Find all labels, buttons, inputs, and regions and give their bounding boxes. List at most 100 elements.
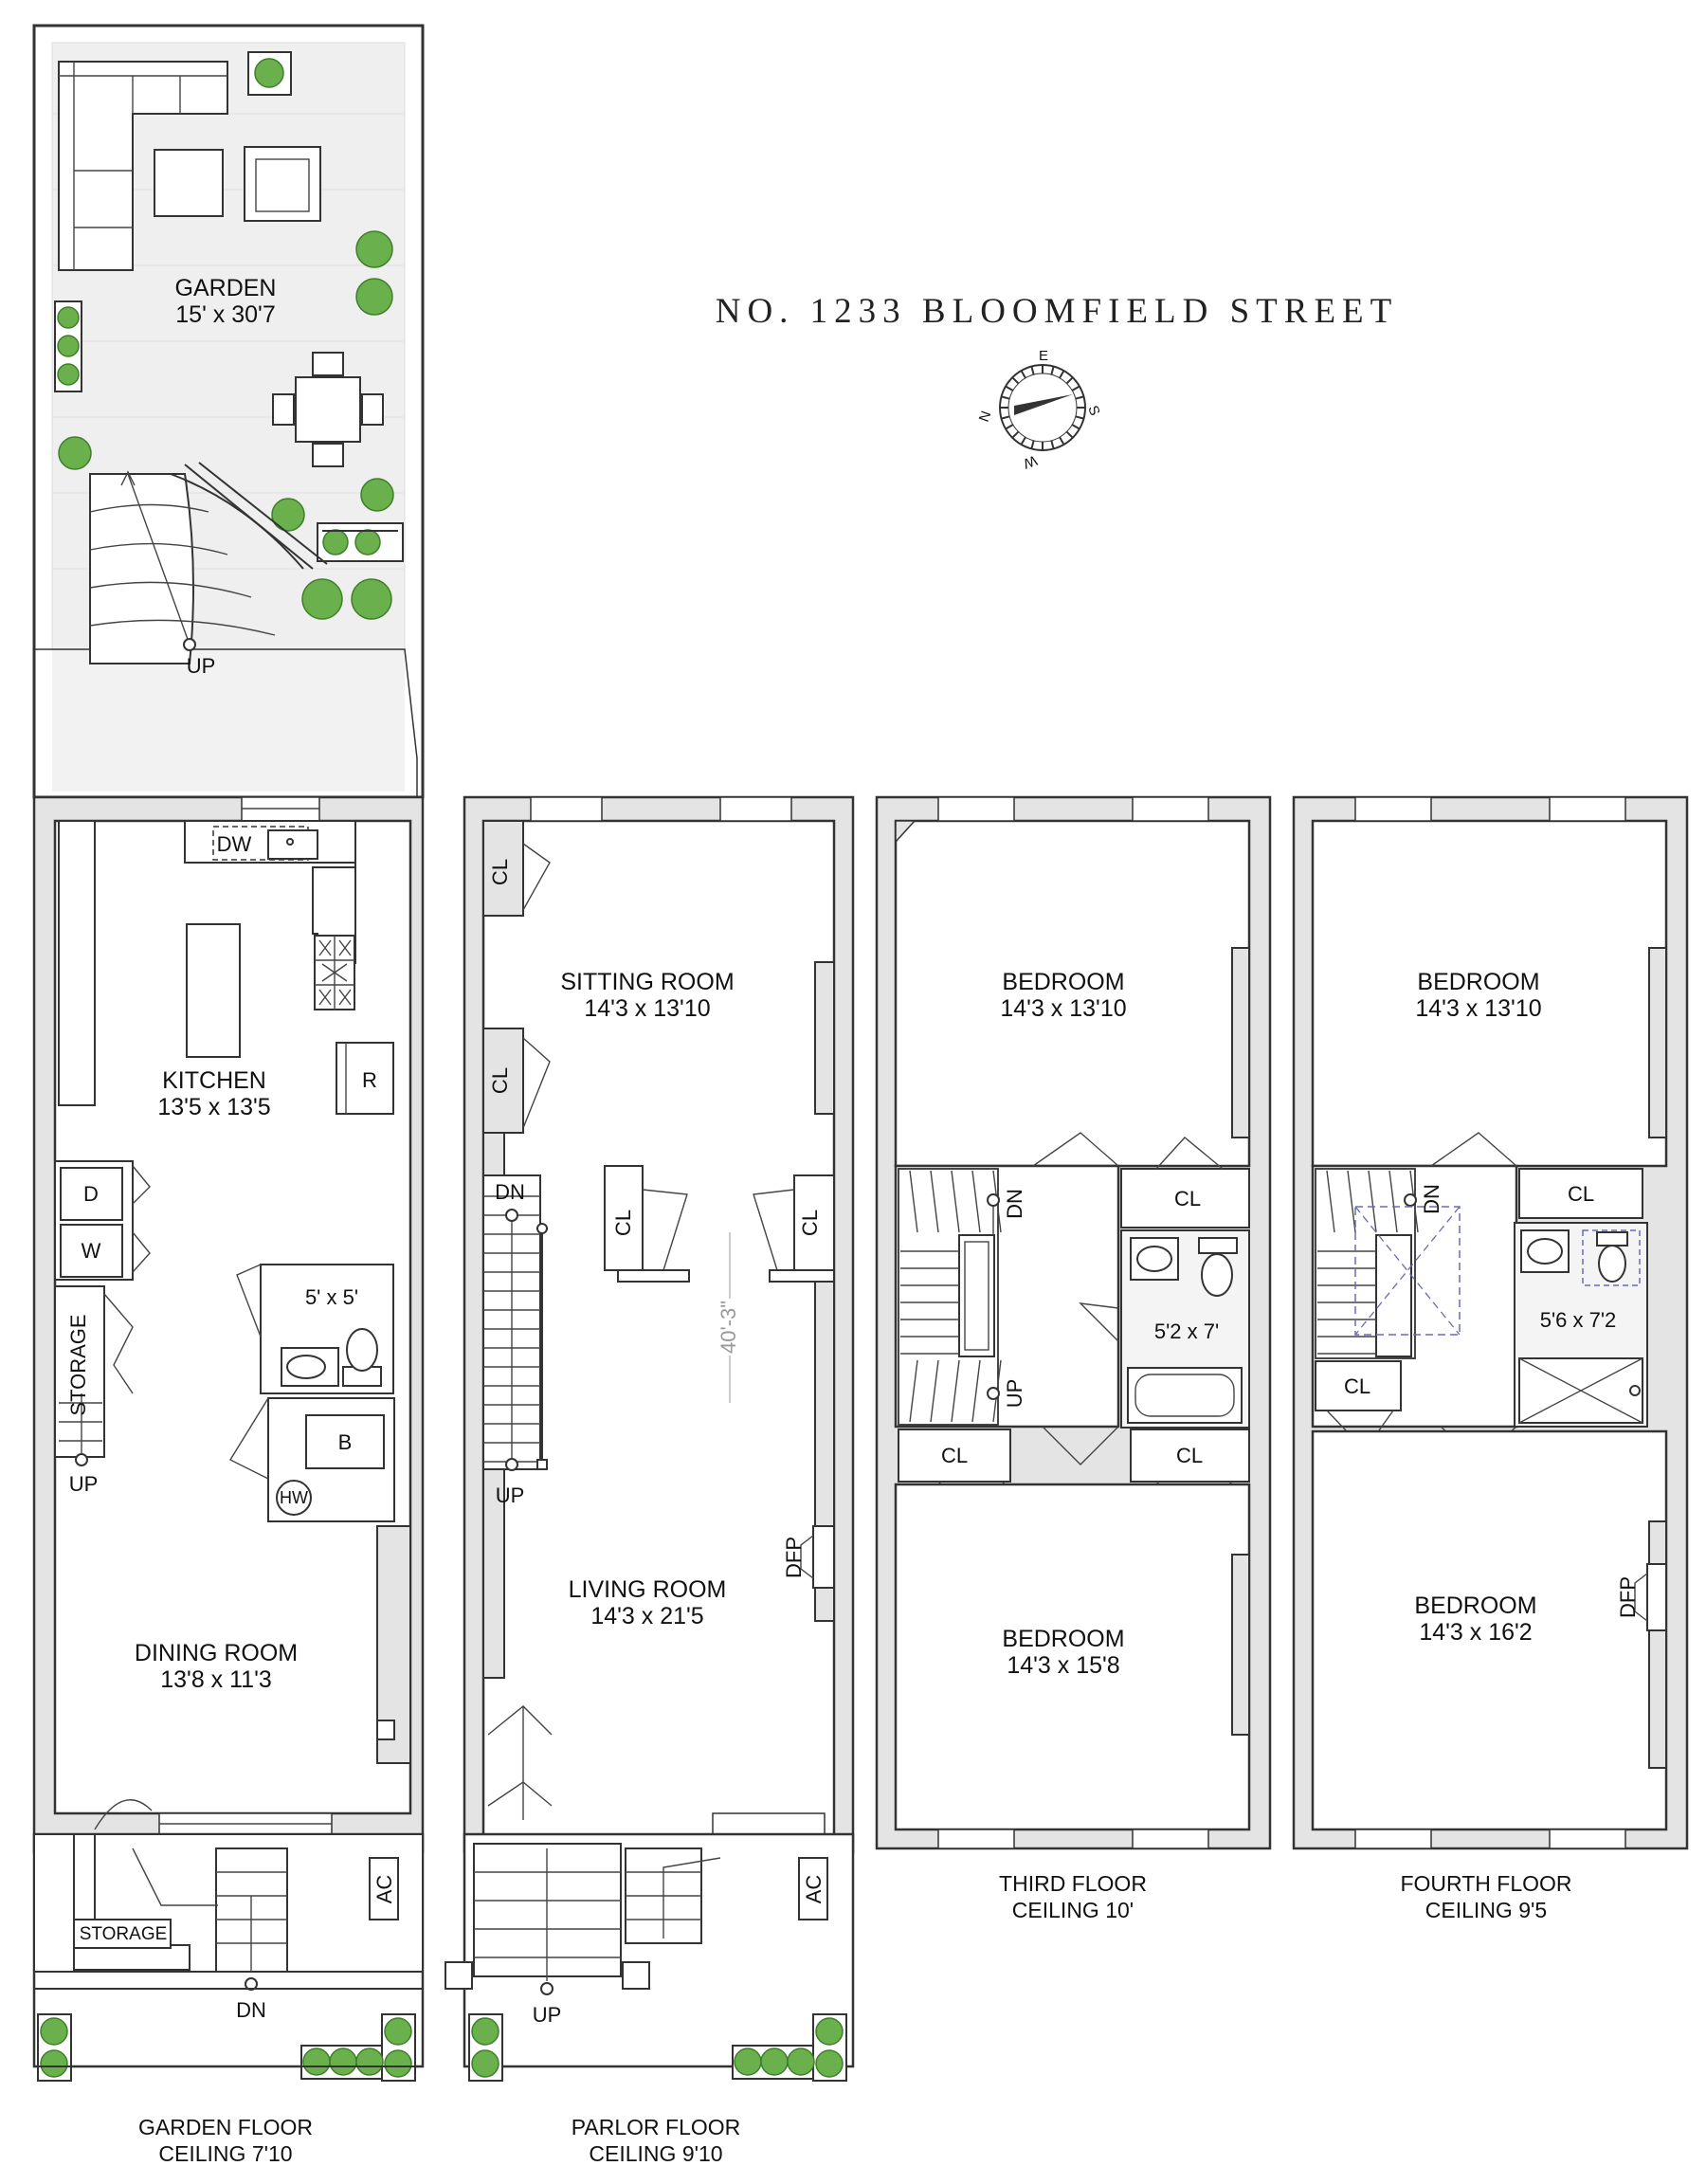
sitting-room-name: SITTING ROOM (560, 969, 734, 995)
compass-west-label: W (1020, 452, 1039, 472)
water-heater-label: HW (280, 1488, 308, 1507)
stair-tread (1368, 1170, 1377, 1233)
stair-tread (1347, 1170, 1356, 1233)
boiler-room (229, 1397, 395, 1522)
garden-name: GARDEN (175, 275, 277, 301)
plant-icon (301, 578, 343, 620)
compass-tick (1011, 376, 1020, 385)
washer-label: W (82, 1239, 101, 1263)
closet (898, 1429, 1011, 1519)
garden-floor-up-label: UP (69, 1472, 99, 1496)
compass-tick (1065, 376, 1074, 385)
closet-label: CL (1344, 1374, 1370, 1398)
dining-room-size: 13'8 x 11'3 (160, 1666, 272, 1693)
kitchen-counter (58, 820, 356, 1106)
kitchen-island (186, 923, 241, 1058)
compass-tick (1059, 370, 1065, 379)
compass-north-label: N (976, 409, 995, 424)
plan-title: NO. 1233 BLOOMFIELD STREET (716, 292, 1399, 331)
garden-stairs-up-label: UP (187, 654, 216, 678)
garden-ac-label: AC (372, 1875, 396, 1904)
third-rear-bedroom-name: BEDROOM (1002, 969, 1124, 995)
parlor-fireplace-label: DFP (782, 1537, 806, 1578)
garden-stairs (89, 462, 398, 664)
parlor-ac-label: AC (802, 1875, 826, 1904)
plant-icon (40, 2049, 68, 2078)
stove-icon (314, 935, 355, 1010)
stair-tread (951, 1170, 960, 1233)
plant-icon (384, 2049, 412, 2078)
garden-floor-plan: DW R D W (32, 795, 425, 2082)
garden-size: 15' x 30'7 (175, 301, 275, 328)
third-floor-bath (1120, 1229, 1250, 1429)
closet-label: CL (941, 1444, 968, 1467)
plant-icon (355, 278, 393, 316)
compass-tick (1001, 395, 1010, 400)
plant-icon (329, 2048, 357, 2076)
compass-tick (1050, 366, 1055, 375)
plant-icon (40, 2017, 68, 2046)
closet-label: CL (611, 1210, 635, 1236)
closet-label: CL (488, 859, 512, 885)
closet (1518, 1168, 1643, 1219)
compass-tick (1075, 395, 1084, 400)
compass-east-label: E (1039, 348, 1048, 364)
compass-tick (1020, 370, 1026, 379)
living-room-name: LIVING ROOM (569, 1576, 727, 1603)
compass-tick (1020, 436, 1026, 446)
laundry-closet (54, 1160, 151, 1281)
plant-icon (471, 2017, 499, 2046)
plant-icon (57, 335, 80, 357)
refrigerator (336, 1042, 394, 1115)
fourth-floor-ceiling: CEILING 9'5 (1425, 1898, 1547, 1922)
garden-sofa (58, 61, 228, 271)
plant-icon (360, 478, 394, 512)
boiler-label: B (338, 1430, 353, 1454)
parlor-up-label: UP (496, 1483, 525, 1507)
third-floor-ceiling: CEILING 10' (1012, 1898, 1134, 1922)
compass-tick (1059, 436, 1065, 446)
closet (1315, 1360, 1402, 1452)
closet-label: CL (1568, 1182, 1594, 1206)
dining-room-name: DINING ROOM (135, 1640, 298, 1666)
plant-icon (302, 2048, 331, 2076)
garden-floor-ceiling: CEILING 7'10 (158, 2141, 292, 2166)
plant-icon (355, 230, 393, 268)
plant-icon (58, 436, 92, 470)
compass-tick (1005, 424, 1014, 430)
closet (1120, 1137, 1250, 1228)
stair-tread (909, 1359, 918, 1423)
closet (604, 1165, 690, 1283)
compass-tick (1030, 440, 1035, 449)
plant-icon (384, 2017, 412, 2046)
stair-tread (971, 1359, 981, 1423)
fourth-rear-bedroom-name: BEDROOM (1417, 969, 1539, 995)
third-front-bedroom-name: BEDROOM (1002, 1626, 1124, 1652)
storage-label: STORAGE (66, 1314, 90, 1415)
third-front-bedroom-size: 14'3 x 15'8 (1007, 1652, 1119, 1679)
kitchen-size: 13'5 x 13'5 (157, 1094, 270, 1120)
compass-tick (1075, 415, 1084, 420)
closet (1130, 1429, 1250, 1518)
dryer-label: D (83, 1182, 99, 1206)
plant-icon (322, 529, 349, 555)
closet-label: CL (1176, 1444, 1203, 1467)
third-floor-plan: DN UP CL 5'2 x 7' CL (875, 795, 1272, 1850)
garden-yard: GARDEN 15' x 30'7 UP (32, 24, 425, 799)
garden-floor-name: GARDEN FLOOR (138, 2115, 313, 2139)
compass-tick (1071, 385, 1080, 391)
fourth-front-bedroom-name: BEDROOM (1414, 1592, 1536, 1619)
fourth-floor-plan: DN CL CL 5'6 x 7'2 DFP (1292, 795, 1689, 1850)
compass-tick (1011, 430, 1020, 439)
stair-tread (971, 1170, 981, 1233)
plant-icon (815, 2017, 844, 2046)
garden-floor-dn-label: DN (236, 1998, 266, 2022)
plant-icon (734, 2048, 762, 2076)
parlor-floor-name: PARLOR FLOOR (572, 2115, 741, 2139)
stair-tread (930, 1359, 939, 1423)
front-storage (73, 1799, 191, 1971)
refrigerator-label: R (362, 1068, 377, 1092)
parlor-front-up-label: UP (533, 2003, 562, 2027)
fourth-floor-name: FOURTH FLOOR (1400, 1871, 1571, 1896)
